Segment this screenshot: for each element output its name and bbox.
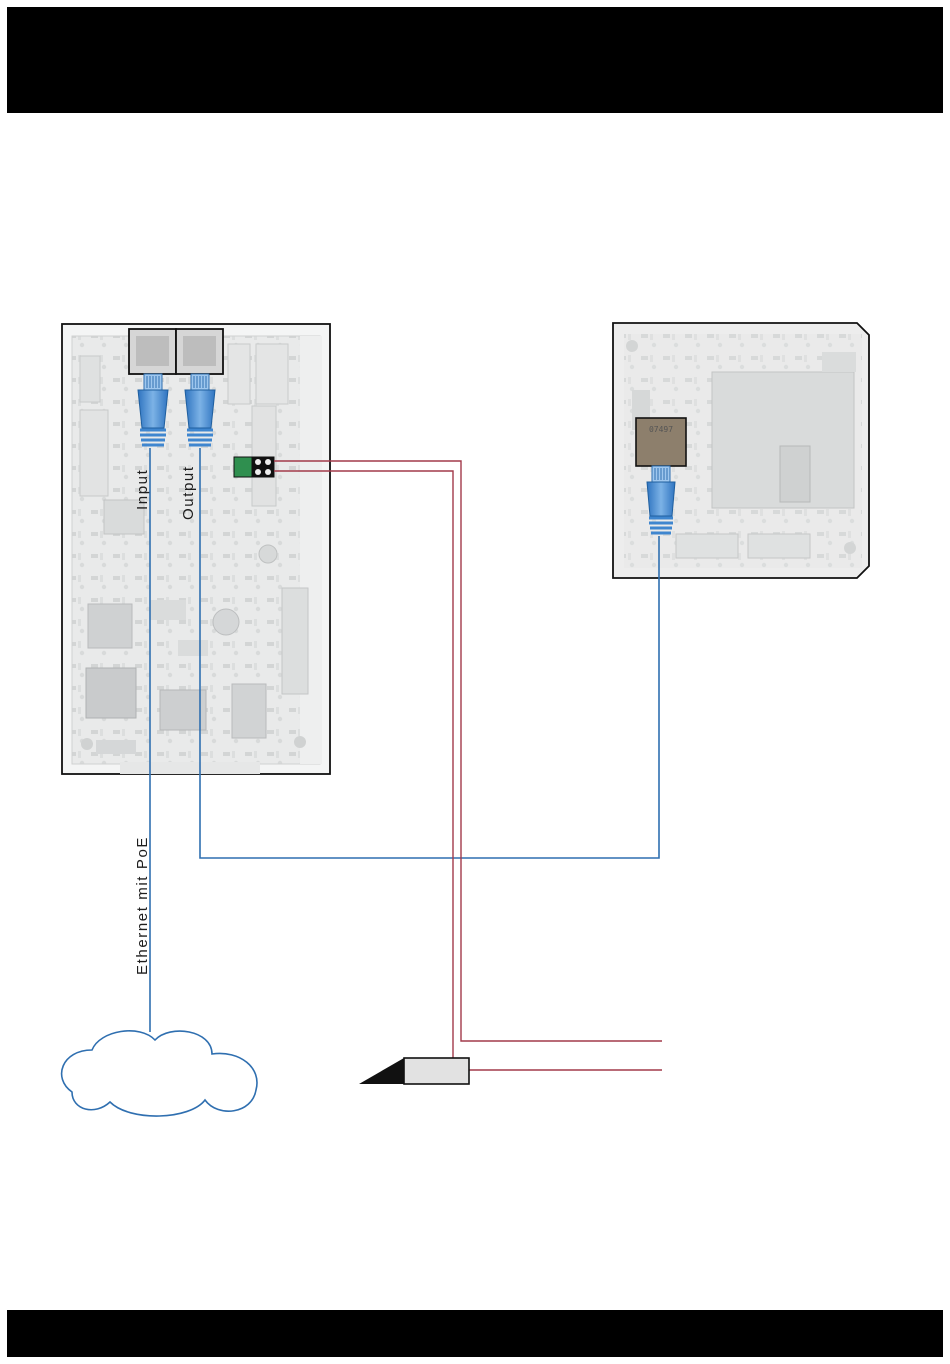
- terminal-block-icon: [234, 457, 274, 477]
- signal-wire-2: [274, 471, 662, 1070]
- module-chip-label: 07497: [649, 425, 673, 434]
- cloud-icon: [62, 1031, 257, 1116]
- rj45-jack-output: [176, 329, 223, 374]
- module-chip: 07497: [636, 418, 686, 466]
- sensor-probe-icon: [359, 1058, 469, 1084]
- signal-wire-1: [274, 461, 662, 1041]
- ethernet-label: Ethernet mit PoE: [134, 836, 151, 975]
- input-label: Input: [134, 469, 151, 510]
- rj45-jack-input: [129, 329, 176, 374]
- output-label: Output: [180, 465, 197, 520]
